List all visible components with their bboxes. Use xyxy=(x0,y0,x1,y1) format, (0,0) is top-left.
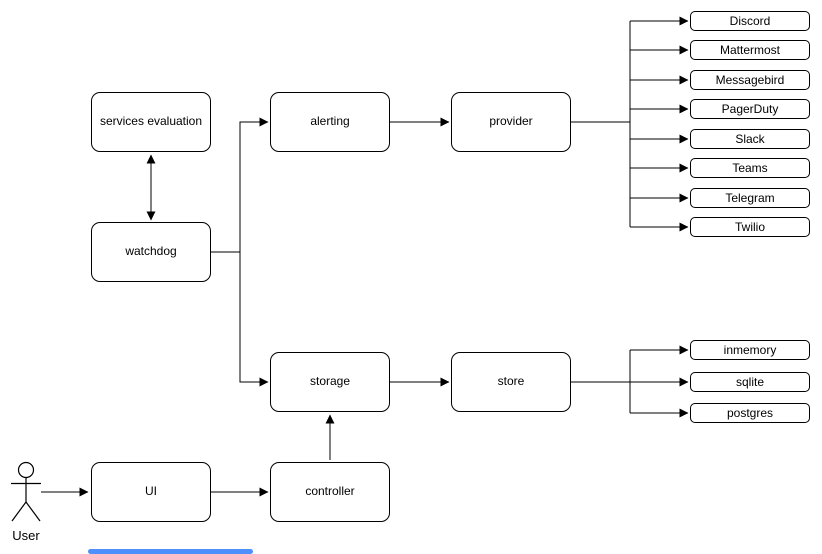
node-provider-teams: Teams xyxy=(690,158,810,178)
node-provider-twilio: Twilio xyxy=(690,217,810,237)
node-controller: controller xyxy=(270,462,390,522)
node-store-inmemory: inmemory xyxy=(690,340,810,360)
node-provider: provider xyxy=(451,92,571,152)
h-scrollbar-thumb[interactable] xyxy=(88,549,253,554)
node-provider-mattermost: Mattermost xyxy=(690,40,810,60)
node-provider-discord: Discord xyxy=(690,11,810,31)
actor-label: User xyxy=(12,528,40,543)
node-alerting: alerting xyxy=(270,92,390,152)
node-provider-messagebird: Messagebird xyxy=(690,70,810,90)
node-provider-telegram: Telegram xyxy=(690,188,810,208)
node-provider-slack: Slack xyxy=(690,129,810,149)
node-services-evaluation: services evaluation xyxy=(91,92,211,152)
node-watchdog: watchdog xyxy=(91,222,211,282)
edge-watchdog-alerting xyxy=(211,117,269,253)
node-provider-pagerduty: PagerDuty xyxy=(690,99,810,119)
node-store-sqlite: sqlite xyxy=(690,372,810,392)
node-store-postgres: postgres xyxy=(690,403,810,423)
edge-watchdog-storage xyxy=(239,252,269,387)
node-store: store xyxy=(451,352,571,412)
user-actor-icon xyxy=(11,461,41,522)
node-ui: UI xyxy=(91,462,211,522)
node-storage: storage xyxy=(270,352,390,412)
